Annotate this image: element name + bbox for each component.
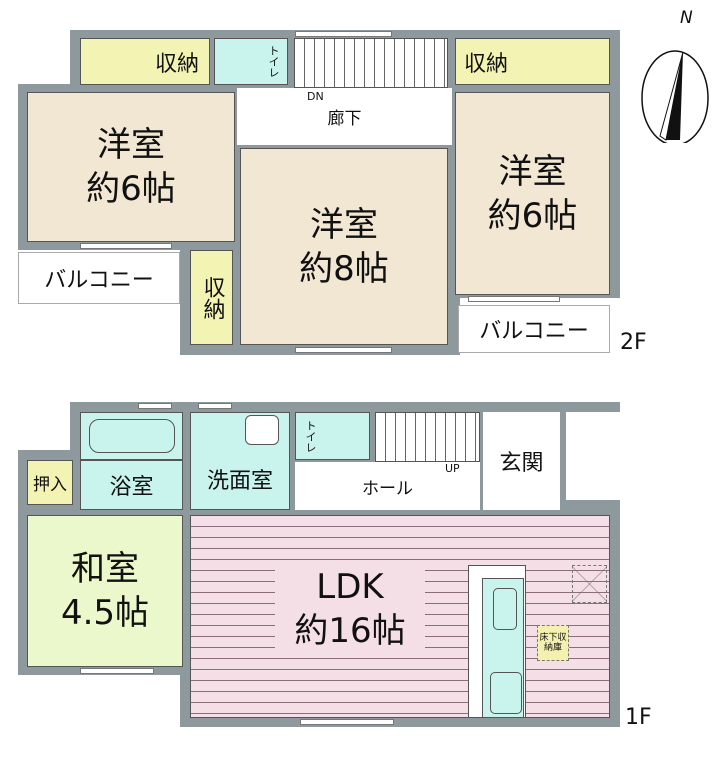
clear-1f-bottomleft: [0, 675, 183, 770]
bathtub: [80, 412, 183, 460]
room-name: 洋室: [498, 151, 567, 192]
stove-icon: [490, 672, 522, 714]
wall-1f-lowleft: [180, 670, 190, 727]
floor-label-2f: 2F: [620, 330, 647, 355]
bathroom: 浴室: [80, 460, 183, 510]
storage-2f-right: 収納: [455, 38, 610, 85]
pantry-box: [572, 565, 607, 603]
entrance: 玄関: [483, 412, 560, 510]
japanese-room: 和室 4.5帖: [27, 515, 183, 667]
room-name: LDK: [275, 565, 425, 609]
room-name: 洋室: [97, 125, 165, 165]
toilet-1f: トイレ: [295, 412, 370, 460]
window: [300, 719, 394, 725]
window: [198, 403, 232, 409]
window: [80, 243, 172, 249]
hallway-label: 廊下: [327, 109, 362, 129]
underfloor-storage-label: 床下収納庫: [539, 633, 567, 653]
stairs-up-label: UP: [445, 462, 460, 475]
sink-icon: [245, 415, 279, 445]
closet: 押入: [27, 460, 73, 505]
closet-label: 押入: [33, 475, 67, 495]
storage-2f-left: 収納: [80, 38, 210, 85]
storage-label: 収納: [464, 51, 509, 77]
bathtub-icon: [88, 419, 175, 453]
room-size: 4.5帖: [60, 593, 150, 633]
room-size: 約6帖: [86, 169, 176, 209]
storage-label: 収納: [154, 51, 199, 77]
storage-2f-vertical: 収納: [190, 250, 233, 345]
floor-label-1f: 1F: [625, 705, 652, 730]
hall-label: ホール: [362, 478, 413, 499]
room-size: 約6帖: [487, 195, 578, 236]
entrance-label: 玄関: [499, 451, 544, 476]
bath-label: 浴室: [109, 475, 154, 500]
hallway-2f: 廊下: [237, 88, 452, 145]
balcony-label: バルコニー: [44, 268, 154, 293]
hall: ホール: [295, 462, 480, 510]
room-name: 和室: [71, 549, 139, 589]
balcony-label: バルコニー: [479, 319, 589, 344]
kitchen-sink-icon: [493, 588, 517, 630]
room-name: 洋室: [310, 204, 378, 245]
ldk-label: LDK 約16帖: [275, 565, 425, 653]
window: [80, 668, 154, 674]
western-room-2f-right: 洋室 約6帖: [455, 92, 610, 295]
room-size: 約16帖: [275, 609, 425, 653]
compass-needle-icon: [641, 50, 709, 146]
window: [468, 296, 560, 302]
room-size: 約8帖: [299, 248, 389, 289]
toilet-label: トイレ: [304, 419, 317, 453]
compass: N: [638, 8, 718, 146]
washroom-label: 洗面室: [206, 469, 273, 494]
balcony-2f-right: バルコニー: [458, 305, 610, 353]
western-room-2f-left: 洋室 約6帖: [27, 92, 235, 242]
stairs-down-label: DN: [307, 90, 324, 103]
balcony-2f-left: バルコニー: [18, 252, 180, 304]
underfloor-storage: 床下収納庫: [537, 625, 569, 661]
window: [138, 403, 172, 409]
stairs-2f: [294, 38, 448, 88]
stairs-1f: [375, 412, 480, 462]
entrance-porch: [566, 412, 620, 500]
storage-label: 収納: [199, 275, 225, 320]
compass-north-label: N: [680, 8, 693, 28]
window: [295, 347, 392, 353]
window: [295, 31, 392, 37]
toilet-2f: トイレ: [214, 38, 288, 85]
kitchen-sink-counter: [482, 578, 524, 718]
western-room-2f-center: 洋室 約8帖: [240, 148, 448, 345]
wall-2f-right-bottom: [452, 290, 460, 355]
toilet-label: トイレ: [267, 45, 280, 78]
